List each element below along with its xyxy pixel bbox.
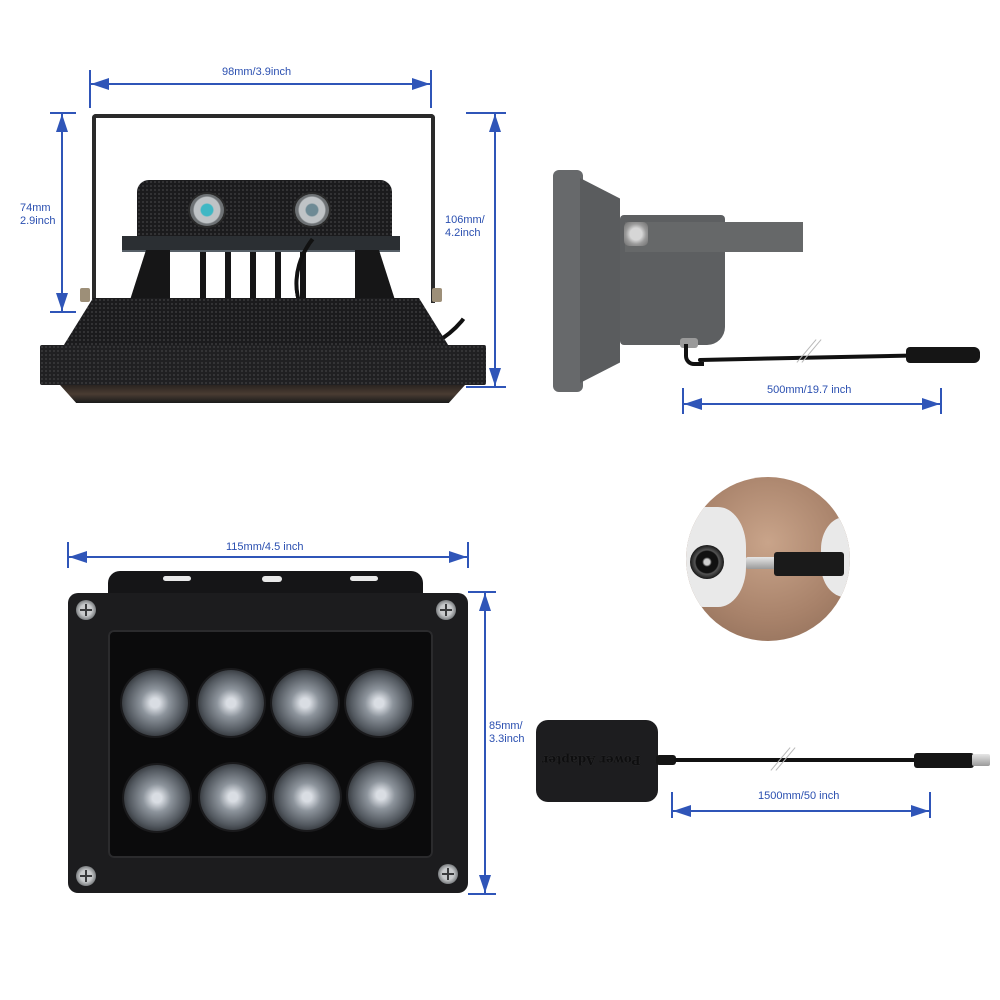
- dim-line: [61, 114, 63, 311]
- screw-icon: [438, 864, 458, 884]
- side-body-taper: [580, 178, 620, 383]
- front-height-label: 85mm/ 3.3inch: [489, 720, 525, 745]
- side-cable-length-label: 500mm/19.7 inch: [767, 384, 852, 396]
- arrow-down-icon: [479, 875, 491, 893]
- dim-tick: [468, 591, 496, 593]
- top-bracket: [108, 571, 423, 597]
- arrow-down-icon: [56, 293, 68, 311]
- arrow-right-icon: [412, 78, 430, 90]
- heat-sink-fin: [200, 252, 206, 302]
- ir-led: [274, 764, 340, 830]
- side-mount-arm: [625, 222, 803, 252]
- side-cable-elbow: [684, 344, 704, 366]
- side-bolt: [624, 222, 648, 246]
- arrow-up-icon: [479, 593, 491, 611]
- heat-sink-fin: [275, 252, 281, 302]
- ir-led: [122, 670, 188, 736]
- arrow-left-icon: [684, 398, 702, 410]
- ir-led: [198, 670, 264, 736]
- back-width-label: 98mm/3.9inch: [222, 66, 292, 78]
- ir-led: [348, 762, 414, 828]
- connector-closeup-photo: [686, 477, 850, 641]
- power-adapter-body: [536, 720, 658, 802]
- adapter-cable: [674, 758, 920, 762]
- dim-tick: [467, 542, 469, 568]
- ir-led: [346, 670, 412, 736]
- dim-tick: [929, 792, 931, 818]
- screw-icon: [76, 866, 96, 886]
- heat-sink-fin: [250, 252, 256, 302]
- dim-line: [684, 403, 940, 405]
- dim-tick: [466, 386, 506, 388]
- rear-housing: [137, 180, 392, 242]
- dim-line: [69, 556, 467, 558]
- dim-tick: [940, 388, 942, 414]
- cable-gland-sealed: [188, 192, 226, 228]
- screw-icon: [76, 600, 96, 620]
- arrow-right-icon: [911, 805, 929, 817]
- arrow-left-icon: [91, 78, 109, 90]
- dim-tick: [671, 792, 673, 818]
- ir-led: [272, 670, 338, 736]
- bracket-bolt-right: [432, 288, 442, 302]
- adapter-cable-length-label: 1500mm/50 inch: [758, 790, 840, 802]
- screw-icon: [436, 600, 456, 620]
- dc-male-plug-tip: [972, 754, 990, 766]
- dc-jack-female: [690, 545, 724, 579]
- front-rim: [40, 345, 486, 385]
- back-total-height-label: 106mm/ 4.2inch: [445, 214, 485, 239]
- dim-line: [484, 593, 486, 893]
- arrow-right-icon: [449, 551, 467, 563]
- front-housing: [62, 298, 450, 348]
- heat-sink-fin: [300, 252, 306, 302]
- bracket-bolt-left: [80, 288, 90, 302]
- bracket-slot: [163, 576, 191, 581]
- arrow-left-icon: [69, 551, 87, 563]
- dim-tick: [430, 70, 432, 108]
- power-adapter-printed-text: Power Adapter: [542, 753, 641, 767]
- arrow-up-icon: [489, 114, 501, 132]
- mounting-bracket: [92, 114, 435, 303]
- dc-plug-tip: [746, 557, 776, 569]
- front-width-label: 115mm/4.5 inch: [226, 541, 304, 553]
- dim-tick: [682, 388, 684, 414]
- gasket-plate: [122, 236, 400, 252]
- adapter-strain-relief: [656, 755, 676, 765]
- dim-tick: [89, 70, 91, 108]
- arrow-down-icon: [489, 368, 501, 386]
- back-body-height-label: 74mm 2.9inch: [20, 202, 56, 227]
- dim-tick: [50, 112, 76, 114]
- bracket-slot: [262, 576, 282, 582]
- ir-led: [124, 765, 190, 831]
- arrow-up-icon: [56, 114, 68, 132]
- dc-male-plug-body: [914, 753, 974, 768]
- cable-gland-cable: [293, 192, 331, 228]
- front-glass-edge: [60, 385, 465, 403]
- dim-tick: [466, 112, 506, 114]
- ir-led: [200, 764, 266, 830]
- dc-female-connector: [906, 347, 980, 363]
- arrow-right-icon: [922, 398, 940, 410]
- dim-tick: [50, 311, 76, 313]
- dim-line: [494, 114, 496, 386]
- dim-tick: [67, 542, 69, 568]
- arrow-left-icon: [673, 805, 691, 817]
- side-front-plate: [553, 170, 583, 392]
- dim-line: [91, 83, 430, 85]
- side-cable-gland: [680, 338, 698, 348]
- dim-tick: [468, 893, 496, 895]
- dc-plug-body: [774, 552, 844, 576]
- dim-line: [673, 810, 929, 812]
- heat-sink-fin: [225, 252, 231, 302]
- bracket-slot: [350, 576, 378, 581]
